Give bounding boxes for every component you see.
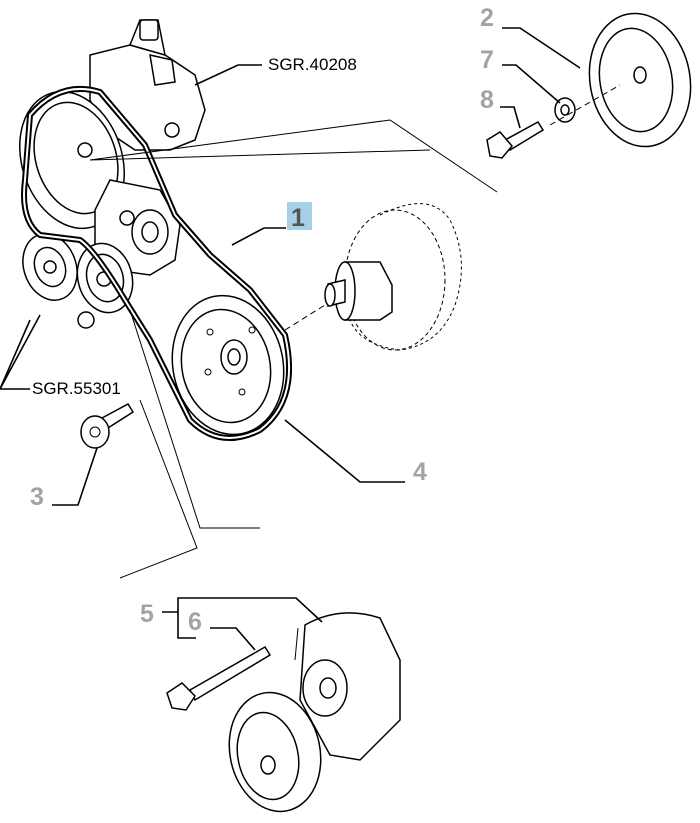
idler-pulley-left xyxy=(22,233,78,301)
callout-7: 7 xyxy=(480,46,494,74)
callout-2: 2 xyxy=(480,4,494,32)
bolt-part-8 xyxy=(486,84,621,159)
callout-1-highlight xyxy=(287,202,312,230)
callout-4: 4 xyxy=(413,458,427,486)
pulley-part-2 xyxy=(588,12,692,148)
power-steering-pump xyxy=(89,19,206,151)
callout-6: 6 xyxy=(188,608,202,636)
callout-3: 3 xyxy=(30,483,44,511)
washer-part-7 xyxy=(554,97,576,123)
crankshaft-pulley xyxy=(171,294,285,436)
pump-pulley xyxy=(19,90,125,230)
callout-8: 8 xyxy=(480,86,494,114)
ref-sgr-40208: SGR.40208 xyxy=(268,55,357,74)
long-bolt-part-6 xyxy=(166,645,272,711)
drive-belt xyxy=(21,86,293,441)
leader-lines xyxy=(0,27,581,651)
tensioner-assembly xyxy=(228,612,401,813)
callout-5: 5 xyxy=(140,600,154,628)
crankshaft xyxy=(284,203,462,351)
ref-sgr-55301: SGR.55301 xyxy=(32,379,121,398)
bolt-part-3 xyxy=(80,403,135,449)
callout-1: 1 xyxy=(291,204,305,232)
